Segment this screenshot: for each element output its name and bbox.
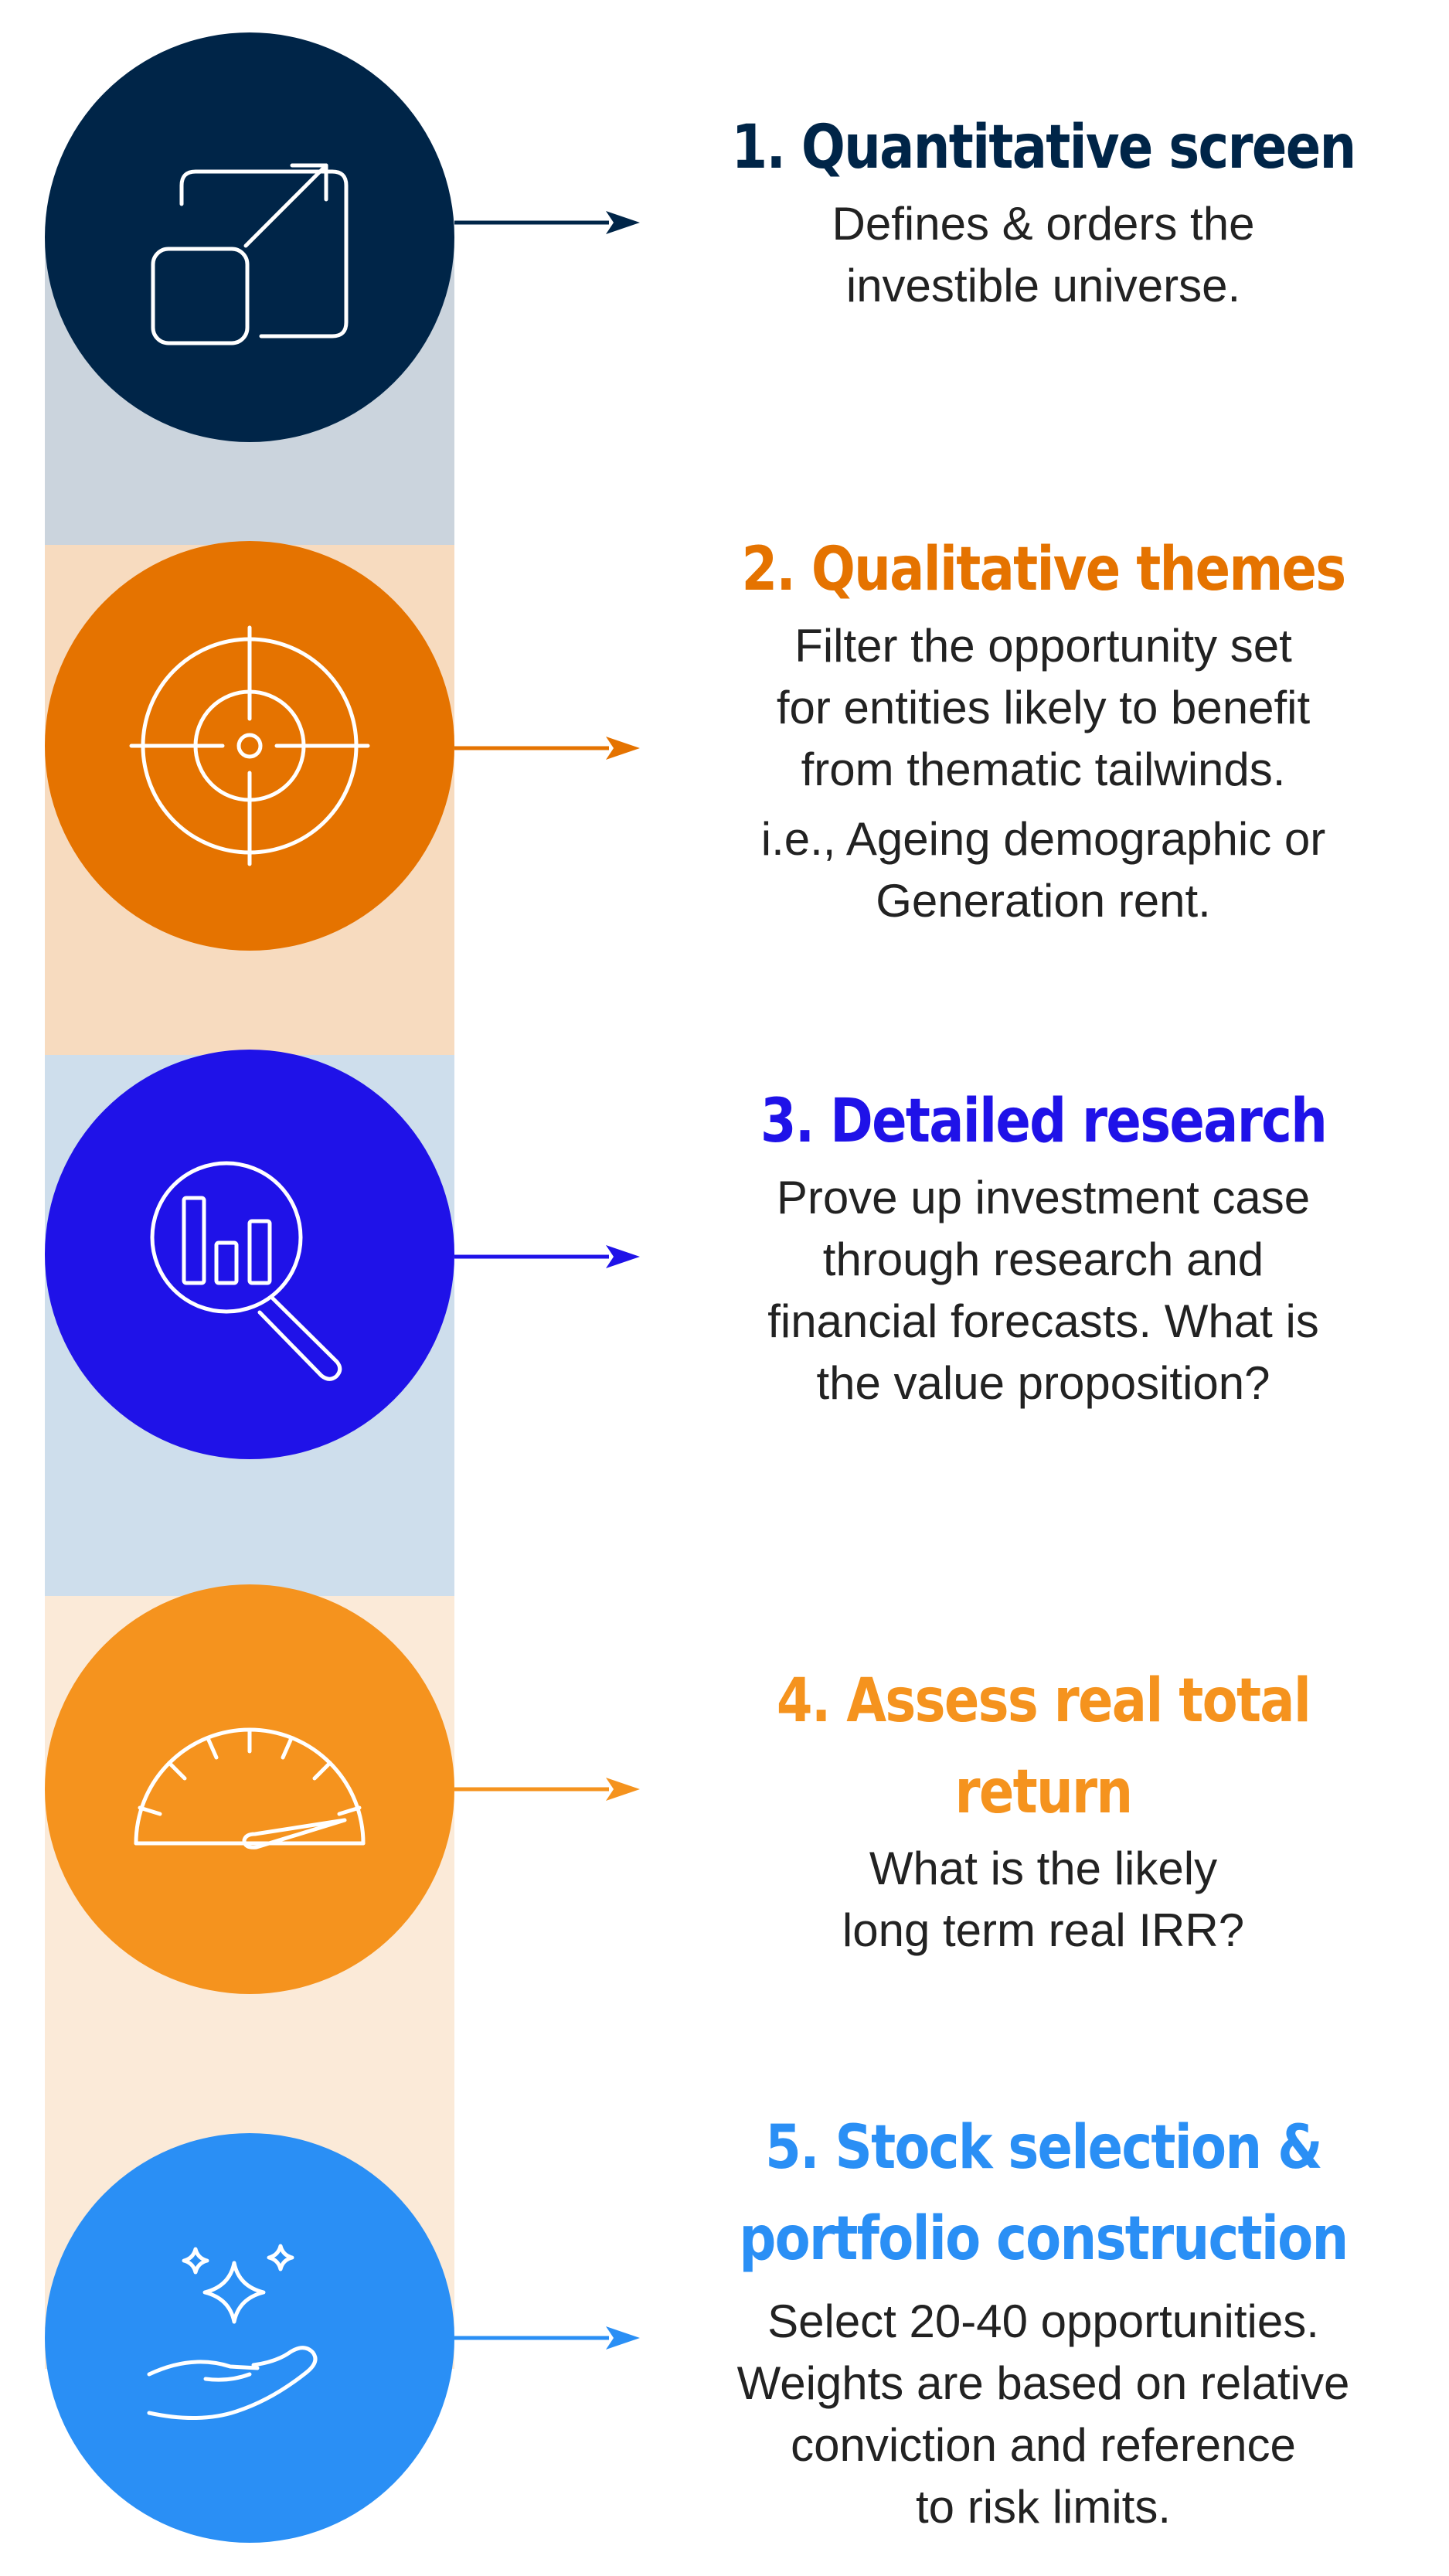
step-5-arrow: [454, 2326, 640, 2350]
step-1-text: 1. Quantitative screen Defines & orders …: [665, 102, 1422, 317]
step-3-circle: [45, 1050, 454, 1459]
hand-sparkles-icon: [147, 2244, 318, 2421]
step-4-circle: [45, 1584, 454, 1994]
target-crosshair-icon: [129, 625, 370, 866]
step-2-text: 2. Qualitative themes Filter the opportu…: [665, 524, 1422, 932]
step-2-title: 2. Qualitative themes: [741, 535, 1346, 604]
step-2-example: i.e., Ageing demographic or Generation r…: [760, 813, 1326, 927]
step-5-circle: [45, 2133, 454, 2543]
step-1-circle: [45, 32, 454, 442]
step-1-title: 1. Quantitative screen: [731, 113, 1356, 182]
step-4-arrow: [454, 1778, 640, 1801]
step-3-desc: Prove up investment case through researc…: [767, 1172, 1319, 1409]
magnifier-chart-icon: [150, 1161, 342, 1381]
step-4-title: 4. Assess real total return: [776, 1666, 1311, 1827]
step-4-text: 4. Assess real total return What is the …: [665, 1656, 1422, 1962]
step-1-desc: Defines & orders the investible universe…: [832, 198, 1255, 311]
step-2-arrow: [454, 737, 640, 760]
step-5-text: 5. Stock selection & portfolio construct…: [665, 2102, 1422, 2538]
step-4-desc: What is the likely long term real IRR?: [842, 1843, 1245, 1956]
step-2-circle: [45, 541, 454, 951]
gauge-icon: [134, 1727, 366, 1849]
step-5-desc: Select 20-40 opportunities. Weights are …: [736, 2295, 1350, 2533]
expand-arrow-icon: [151, 163, 349, 345]
step-3-text: 3. Detailed research Prove up investment…: [665, 1076, 1422, 1414]
step-3-arrow: [454, 1245, 640, 1268]
step-5-title: 5. Stock selection & portfolio construct…: [739, 2113, 1349, 2274]
step-3-title: 3. Detailed research: [760, 1087, 1328, 1156]
step-2-desc: Filter the opportunity set for entities …: [776, 620, 1311, 795]
step-1-arrow: [454, 211, 640, 234]
